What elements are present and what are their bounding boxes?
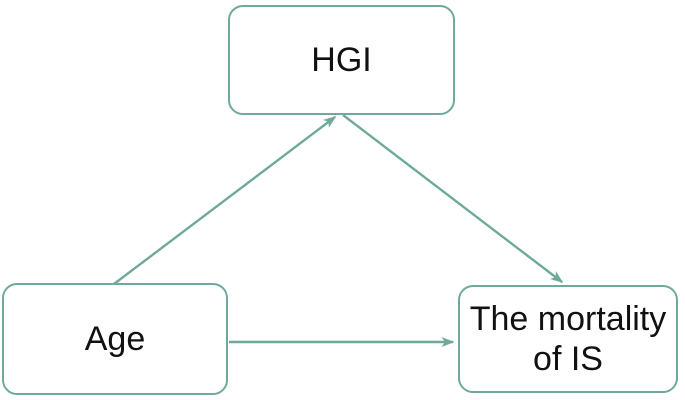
edge-hgi-to-mortality [342, 114, 564, 283]
node-mortality-label: The mortality of IS [469, 299, 667, 378]
node-hgi-label: HGI [311, 40, 372, 79]
node-age-label: Age [84, 319, 146, 358]
node-hgi: HGI [228, 5, 455, 115]
node-mortality: The mortality of IS [458, 285, 678, 393]
edge-age-to-hgi [113, 116, 337, 285]
node-age: Age [2, 283, 228, 395]
